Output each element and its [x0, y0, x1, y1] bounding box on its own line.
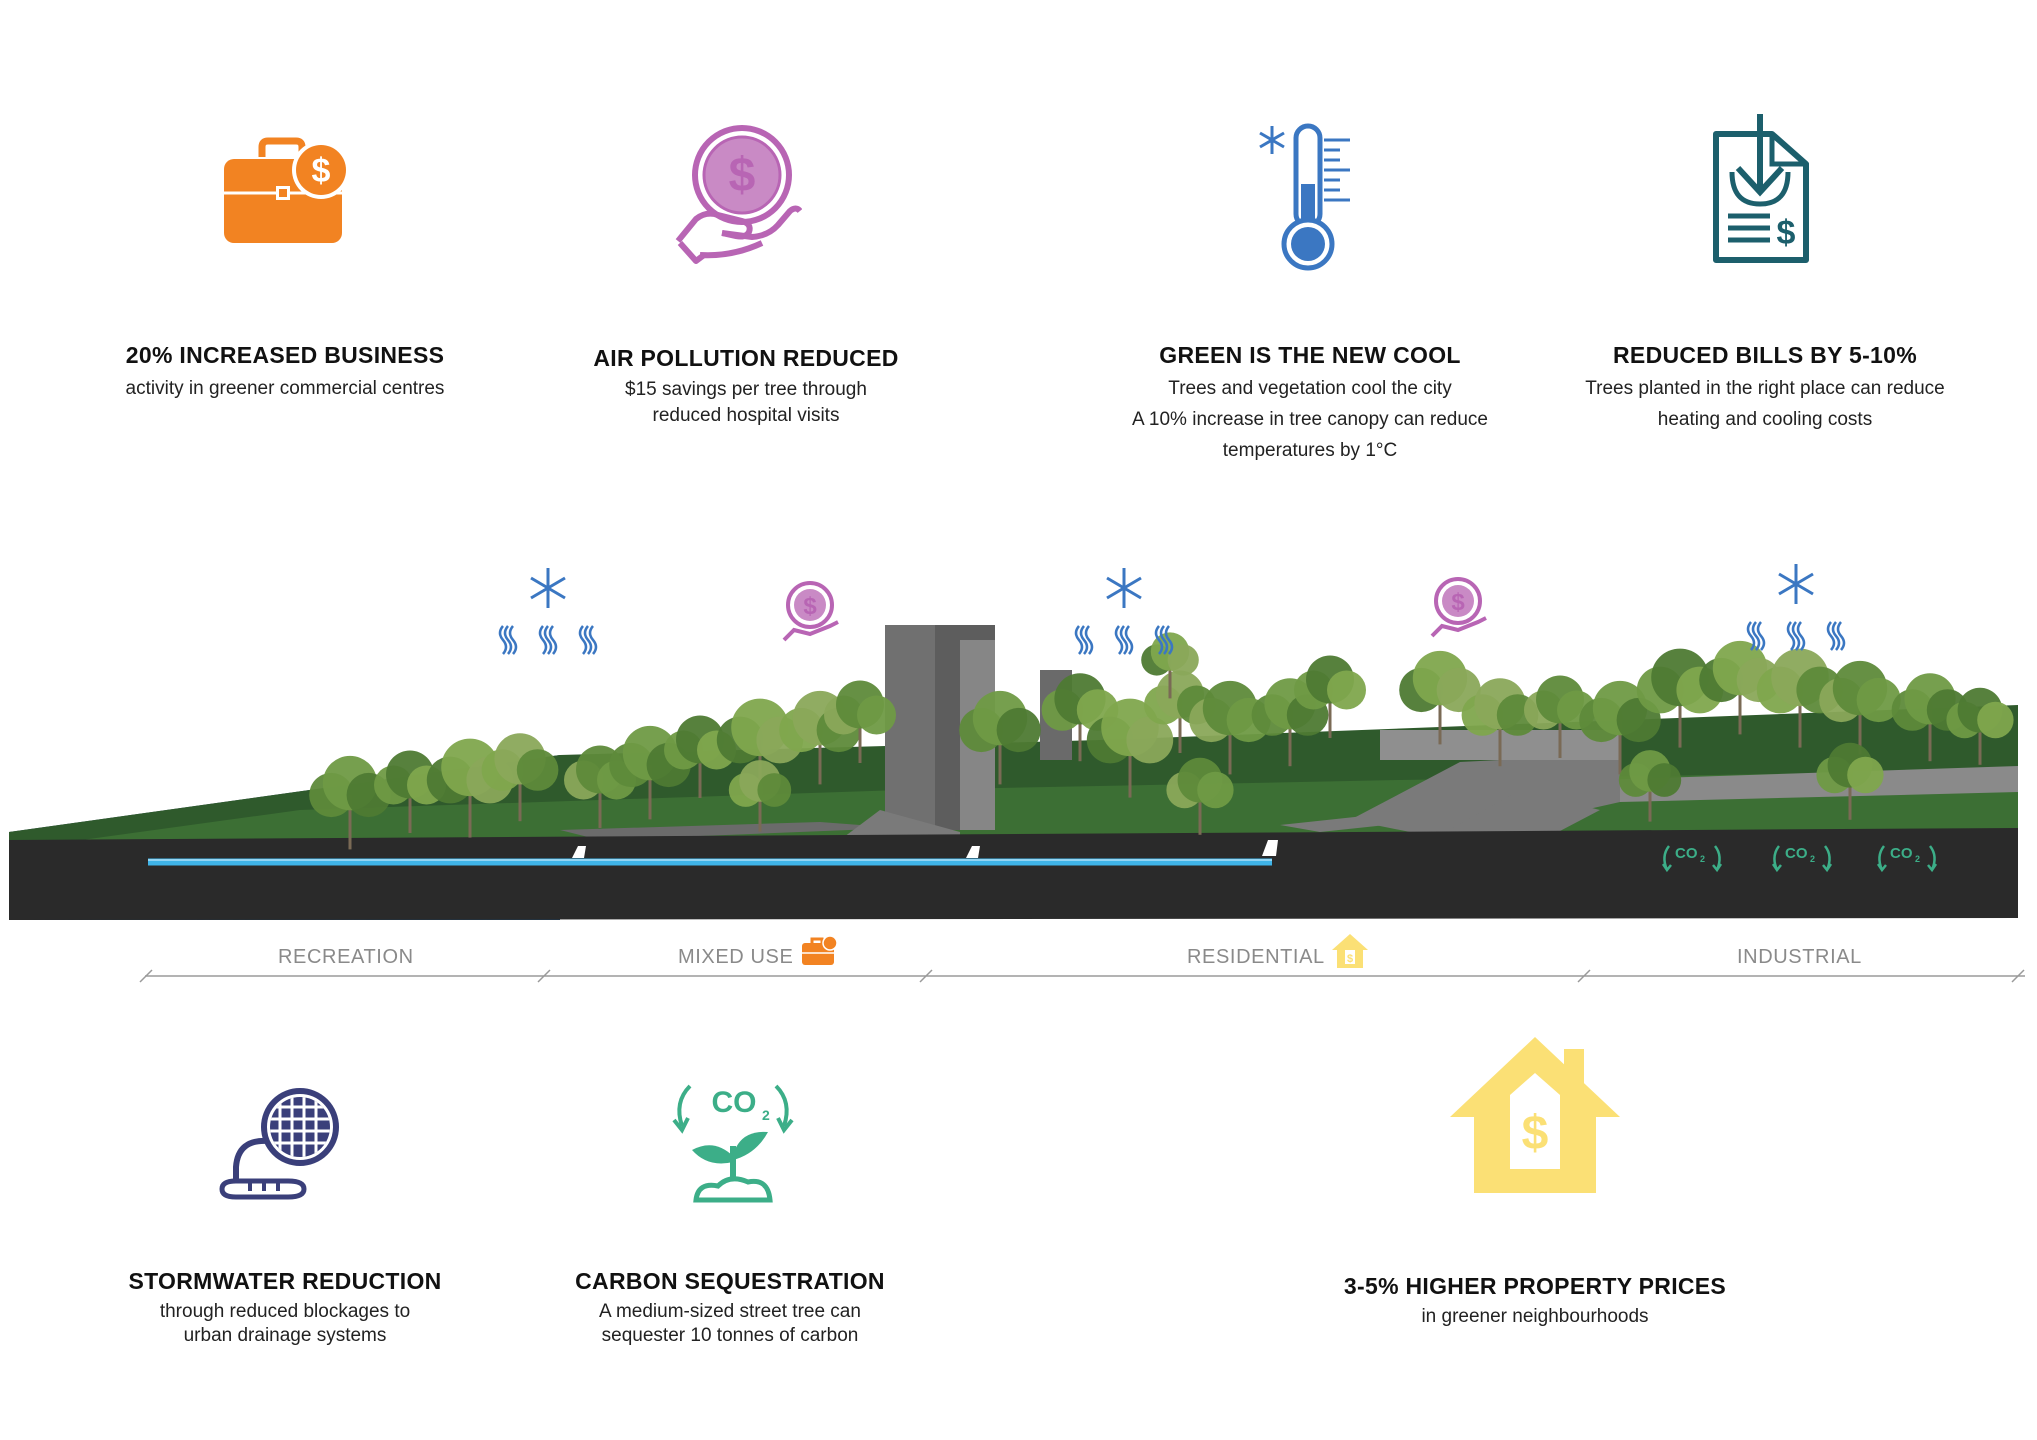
- benefit-title: GREEN IS THE NEW COOL: [1159, 342, 1461, 368]
- co2-sprout-icon: CO 2: [672, 1084, 794, 1203]
- bill-document-icon: $: [1713, 114, 1809, 263]
- svg-text:$: $: [312, 152, 331, 190]
- svg-text:2: 2: [762, 1107, 770, 1123]
- briefcase-dollar-icon: $: [224, 137, 350, 243]
- briefcase-small-icon: [802, 935, 838, 965]
- benefit-desc: A medium-sized street tree can sequester…: [599, 1301, 861, 1346]
- drain-grate-icon: [219, 1088, 339, 1200]
- benefit-title: REDUCED BILLS BY 5-10%: [1613, 342, 1917, 368]
- cooling-snowflake-icon: [530, 564, 1814, 608]
- benefit-desc: $15 savings per tree through reduced hos…: [625, 379, 867, 426]
- svg-text:2: 2: [1700, 854, 1705, 864]
- benefit-reduced-bills: REDUCED BILLS BY 5-10% Trees planted in …: [1545, 342, 1985, 435]
- zone-label-recreation: RECREATION: [278, 946, 414, 968]
- benefit-air-pollution: AIR POLLUTION REDUCED $15 savings per tr…: [556, 345, 936, 428]
- svg-text:2: 2: [1810, 854, 1815, 864]
- benefit-desc: through reduced blockages to urban drain…: [159, 1301, 411, 1346]
- benefit-title: 20% INCREASED BUSINESS: [125, 342, 445, 368]
- tree-canopy: [309, 632, 2014, 850]
- zone-label-industrial: INDUSTRIAL: [1737, 946, 1862, 968]
- benefit-title: AIR POLLUTION REDUCED: [593, 345, 899, 371]
- benefit-business: 20% INCREASED BUSINESS activity in green…: [100, 342, 470, 404]
- benefit-desc: Trees planted in the right place can red…: [1585, 378, 1945, 430]
- drain-marker-icon: [572, 840, 1278, 858]
- benefit-stormwater: STORMWATER REDUCTION through reduced blo…: [100, 1268, 470, 1348]
- svg-text:CO: CO: [1785, 845, 1808, 862]
- benefit-property: 3-5% HIGHER PROPERTY PRICES in greener n…: [1300, 1273, 1770, 1329]
- benefit-desc: Trees and vegetation cool the city A 10%…: [1132, 378, 1488, 461]
- svg-text:CO: CO: [1890, 845, 1913, 862]
- house-dollar-icon: $: [1450, 1037, 1620, 1193]
- svg-text:$: $: [1347, 953, 1353, 965]
- hand-dollar-small-icon: $ $: [782, 577, 1487, 642]
- zone-axis: [139, 969, 2025, 983]
- hand-dollar-icon: $: [675, 125, 802, 264]
- benefit-title: CARBON SEQUESTRATION: [575, 1268, 885, 1294]
- svg-text:$: $: [1777, 214, 1796, 252]
- svg-text:$: $: [1522, 1107, 1549, 1160]
- benefit-green-cool: GREEN IS THE NEW COOL Trees and vegetati…: [1100, 342, 1520, 466]
- cooling-waves-icon: [498, 621, 1846, 655]
- thermometer-snowflake-icon: [1259, 123, 1350, 271]
- svg-text:CO: CO: [1675, 845, 1698, 862]
- benefit-desc: activity in greener commercial centres: [125, 378, 445, 399]
- benefit-desc: in greener neighbourhoods: [1421, 1306, 1649, 1327]
- zone-label-residential: RESIDENTIAL: [1187, 946, 1325, 968]
- zone-label-mixed-use: MIXED USE: [678, 946, 794, 968]
- benefit-title: STORMWATER REDUCTION: [128, 1268, 442, 1294]
- svg-text:2: 2: [1915, 854, 1920, 864]
- svg-text:CO: CO: [712, 1086, 757, 1119]
- svg-text:$: $: [803, 593, 817, 620]
- svg-text:$: $: [729, 149, 756, 202]
- house-small-icon: $: [1332, 934, 1368, 968]
- benefit-carbon: CARBON SEQUESTRATION A medium-sized stre…: [545, 1268, 915, 1348]
- benefit-title: 3-5% HIGHER PROPERTY PRICES: [1343, 1273, 1727, 1299]
- svg-text:$: $: [1451, 589, 1465, 616]
